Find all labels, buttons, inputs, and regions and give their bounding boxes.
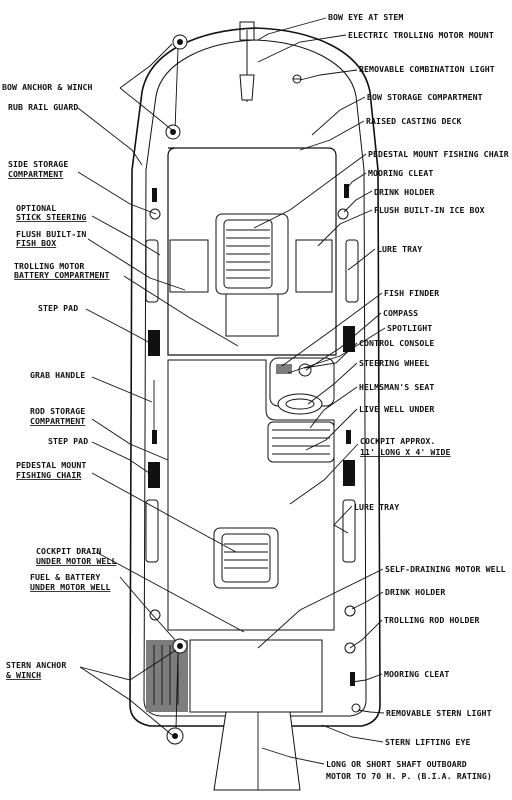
label-mooring-cleat-aft: MOORING CLEAT (384, 669, 449, 679)
label-battery-1: TROLLING MOTOR (14, 261, 84, 271)
helmsmans-seat (267, 421, 335, 463)
label-outboard-1: LONG OR SHORT SHAFT OUTBOARD (326, 759, 467, 769)
label-motor-well: SELF-DRAINING MOTOR WELL (385, 564, 506, 574)
label-fish-box-2: FISH BOX (16, 238, 56, 248)
label-fuel-battery-1: FUEL & BATTERY (30, 572, 100, 582)
label-stern-anchor-1: STERN ANCHOR (6, 660, 66, 670)
label-fishing-chair-fwd: PEDESTAL MOUNT FISHING CHAIR (368, 149, 509, 159)
label-cockpit-drain-2: UNDER MOTOR WELL (36, 556, 116, 566)
label-live-well: LIVE WELL UNDER (359, 404, 434, 414)
step-pad-right-aft (343, 460, 355, 486)
label-stick-steering-2: STICK STEERING (16, 212, 86, 222)
label-fish-box-1: FLUSH BUILT-IN (16, 229, 86, 239)
control-console (269, 357, 335, 415)
ice-box (295, 239, 333, 293)
label-stick-steering-1: OPTIONAL (16, 203, 56, 213)
label-pedestal-chair-1: PEDESTAL MOUNT (16, 460, 86, 470)
label-side-storage-2: COMPARTMENT (8, 169, 63, 179)
label-bow-eye: BOW EYE AT STEM (328, 12, 403, 22)
label-spotlight: SPOTLIGHT (387, 323, 432, 333)
label-pedestal-chair-2: FISHING CHAIR (16, 470, 81, 480)
leader-lines-left (77, 43, 245, 736)
outboard-motor (213, 711, 301, 791)
label-outboard-2: MOTOR TO 70 H. P. (B.I.A. RATING) (326, 771, 492, 781)
label-lure-tray-fwd: LURE TRAY (377, 244, 422, 254)
label-casting-deck: RAISED CASTING DECK (366, 116, 462, 126)
label-rod-storage-1: ROD STORAGE (30, 406, 85, 416)
label-stern-lifting-eye: STERN LIFTING EYE (385, 737, 471, 747)
label-drink-holder-fwd: DRINK HOLDER (374, 187, 434, 197)
label-stern-anchor-2: & WINCH (6, 670, 41, 680)
label-battery-2: BATTERY COMPARTMENT (14, 270, 110, 280)
label-stern-light: REMOVABLE STERN LIGHT (386, 708, 492, 718)
label-rub-rail: RUB RAIL GUARD (8, 102, 78, 112)
stern-anchor-winch (166, 638, 188, 745)
lure-tray-aft (342, 499, 356, 563)
label-control-console: CONTROL CONSOLE (359, 338, 434, 348)
fish-box (169, 239, 209, 293)
label-cockpit-size-2: 11' LONG X 4' WIDE (360, 447, 451, 457)
label-compass: COMPASS (383, 308, 418, 318)
mooring-cleat-icons (152, 184, 355, 686)
label-step-pad-aft: STEP PAD (48, 436, 88, 446)
label-cockpit-drain-1: COCKPIT DRAIN (36, 546, 101, 556)
label-grab-handle: GRAB HANDLE (30, 370, 85, 380)
aft-fishing-chair (213, 527, 279, 589)
step-pad-forward (148, 330, 160, 356)
rod-storage-left (145, 499, 159, 563)
bow-anchor-winch (165, 34, 188, 140)
label-rod-storage-2: COMPARTMENT (30, 416, 85, 426)
label-fish-finder: FISH FINDER (384, 288, 439, 298)
forward-fishing-chair (215, 213, 289, 337)
side-storage-left (145, 239, 159, 303)
label-drink-holder-aft: DRINK HOLDER (385, 587, 445, 597)
lure-tray-right (345, 239, 359, 303)
label-steering-wheel: STEERING WHEEL (359, 358, 429, 368)
label-helmsmans-seat: HELMSMAN'S SEAT (359, 382, 434, 392)
label-bow-storage: BOW STORAGE COMPARTMENT (367, 92, 483, 102)
leader-lines-right (253, 17, 386, 765)
step-pad-right (343, 326, 355, 352)
trolling-motor-mount (239, 40, 255, 101)
label-trolling-motor-mount: ELECTRIC TROLLING MOTOR MOUNT (348, 30, 494, 40)
label-fuel-battery-2: UNDER MOTOR WELL (30, 582, 110, 592)
label-mooring-cleat-fwd: MOORING CLEAT (368, 168, 433, 178)
combination-light-icon (292, 74, 302, 84)
label-trolling-rod-holder: TROLLING ROD HOLDER (384, 615, 480, 625)
label-side-storage-1: SIDE STORAGE (8, 159, 68, 169)
label-cockpit-size-1: COCKPIT APPROX. (360, 436, 435, 446)
label-combination-light: REMOVABLE COMBINATION LIGHT (359, 64, 495, 74)
label-step-pad-fwd: STEP PAD (38, 303, 78, 313)
label-ice-box: FLUSH BUILT-IN ICE BOX (374, 205, 485, 215)
step-pad-aft (148, 462, 160, 488)
label-lure-tray-aft: LURE TRAY (354, 502, 399, 512)
cockpit (167, 359, 335, 631)
stern-light-icon (351, 703, 361, 713)
label-bow-anchor: BOW ANCHOR & WINCH (2, 82, 93, 92)
